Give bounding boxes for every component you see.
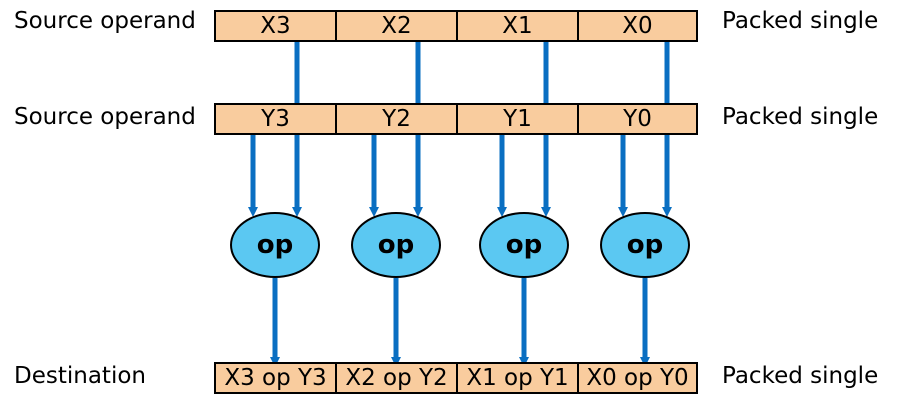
operator-lane-0: op (600, 212, 690, 278)
source-x-left-label: Source operand (14, 8, 196, 34)
register-cell-x3: X3 (214, 10, 337, 42)
destination-cell-2: X2 op Y2 (335, 362, 458, 394)
register-cell-x1: X1 (456, 10, 579, 42)
register-cell-y1: Y1 (456, 103, 579, 135)
operator-lane-1: op (479, 212, 569, 278)
register-cell-y2: Y2 (335, 103, 458, 135)
destination-cell-1: X1 op Y1 (456, 362, 579, 394)
source-y-right-label: Packed single (722, 104, 879, 130)
register-cell-x2: X2 (335, 10, 458, 42)
source-x-right-label: Packed single (722, 8, 879, 34)
register-cell-y0: Y0 (577, 103, 698, 135)
operator-lane-3: op (230, 212, 320, 278)
source-y-left-label: Source operand (14, 104, 196, 130)
register-cell-x0: X0 (577, 10, 698, 42)
destination-cell-0: X0 op Y0 (577, 362, 698, 394)
destination-right-label: Packed single (722, 363, 879, 389)
destination-cell-3: X3 op Y3 (214, 362, 337, 394)
operator-lane-2: op (351, 212, 441, 278)
register-cell-y3: Y3 (214, 103, 337, 135)
destination-left-label: Destination (14, 363, 146, 389)
